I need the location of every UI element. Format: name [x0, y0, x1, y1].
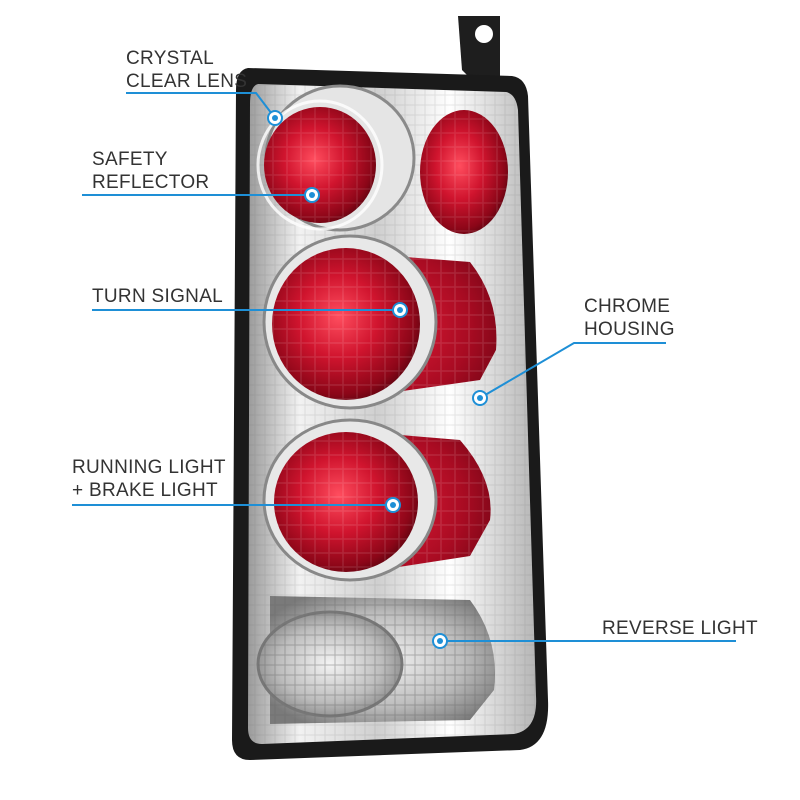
label-crystal-clear-lens: CRYSTAL CLEAR LENS [126, 47, 247, 93]
label-line: HOUSING [584, 319, 675, 340]
label-line: CHROME [584, 296, 671, 317]
callout-running-brake-light-dot [390, 502, 396, 508]
callout-chrome-housing-line [479, 342, 666, 399]
callout-lines [72, 92, 736, 649]
callout-crystal-clear-lens-dot [272, 115, 278, 121]
label-line: SAFETY [92, 149, 168, 170]
callout-crystal-clear-lens-line [126, 92, 276, 119]
label-reverse-light: REVERSE LIGHT [602, 617, 758, 640]
label-line: + BRAKE LIGHT [72, 480, 218, 501]
label-line: CRYSTAL [126, 48, 214, 69]
label-line: REVERSE LIGHT [602, 618, 758, 639]
label-turn-signal: TURN SIGNAL [92, 285, 223, 308]
mounting-tab [458, 16, 500, 78]
label-chrome-housing: CHROME HOUSING [584, 295, 675, 341]
callout-safety-reflector-dot [309, 192, 315, 198]
label-line: CLEAR LENS [126, 71, 248, 92]
label-running-brake-light: RUNNING LIGHT + BRAKE LIGHT [72, 456, 226, 502]
callout-reverse-light-dot [437, 638, 443, 644]
callout-chrome-housing-dot [477, 395, 483, 401]
label-line: REFLECTOR [92, 172, 210, 193]
label-line: TURN SIGNAL [92, 286, 224, 307]
label-safety-reflector: SAFETY REFLECTOR [92, 148, 209, 194]
label-line: RUNNING LIGHT [72, 457, 226, 478]
callout-turn-signal-dot [397, 307, 403, 313]
